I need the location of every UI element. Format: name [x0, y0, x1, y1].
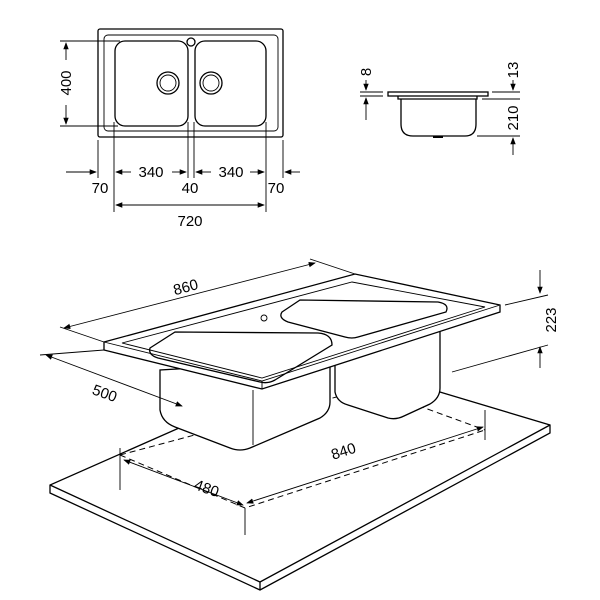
dim-860: 860: [172, 276, 201, 299]
tap-hole: [186, 37, 196, 47]
dim-70-right: 70: [268, 180, 285, 197]
dim-40: 40: [182, 180, 199, 197]
drain-icon: [199, 71, 223, 95]
dim-210: 210: [505, 105, 522, 130]
dim-720: 720: [177, 213, 202, 230]
dim-223: 223: [543, 307, 560, 332]
dim-500: 500: [90, 382, 119, 407]
drain-icon: [156, 71, 180, 95]
dim-840: 840: [329, 440, 358, 464]
side-view: 8 13 210: [358, 62, 522, 155]
dim-8: 8: [358, 68, 375, 76]
right-bowl: [194, 40, 267, 127]
top-view: 400 340 340 70 40 70 720: [58, 28, 300, 230]
dim-340-left: 340: [138, 164, 163, 181]
dim-340-right: 340: [218, 164, 243, 181]
dim-70-left: 70: [92, 180, 109, 197]
dim-13: 13: [505, 62, 522, 79]
left-bowl: [114, 40, 189, 127]
dim-400: 400: [58, 70, 75, 95]
isometric-view: 860 500 223 480 840: [39, 258, 560, 591]
